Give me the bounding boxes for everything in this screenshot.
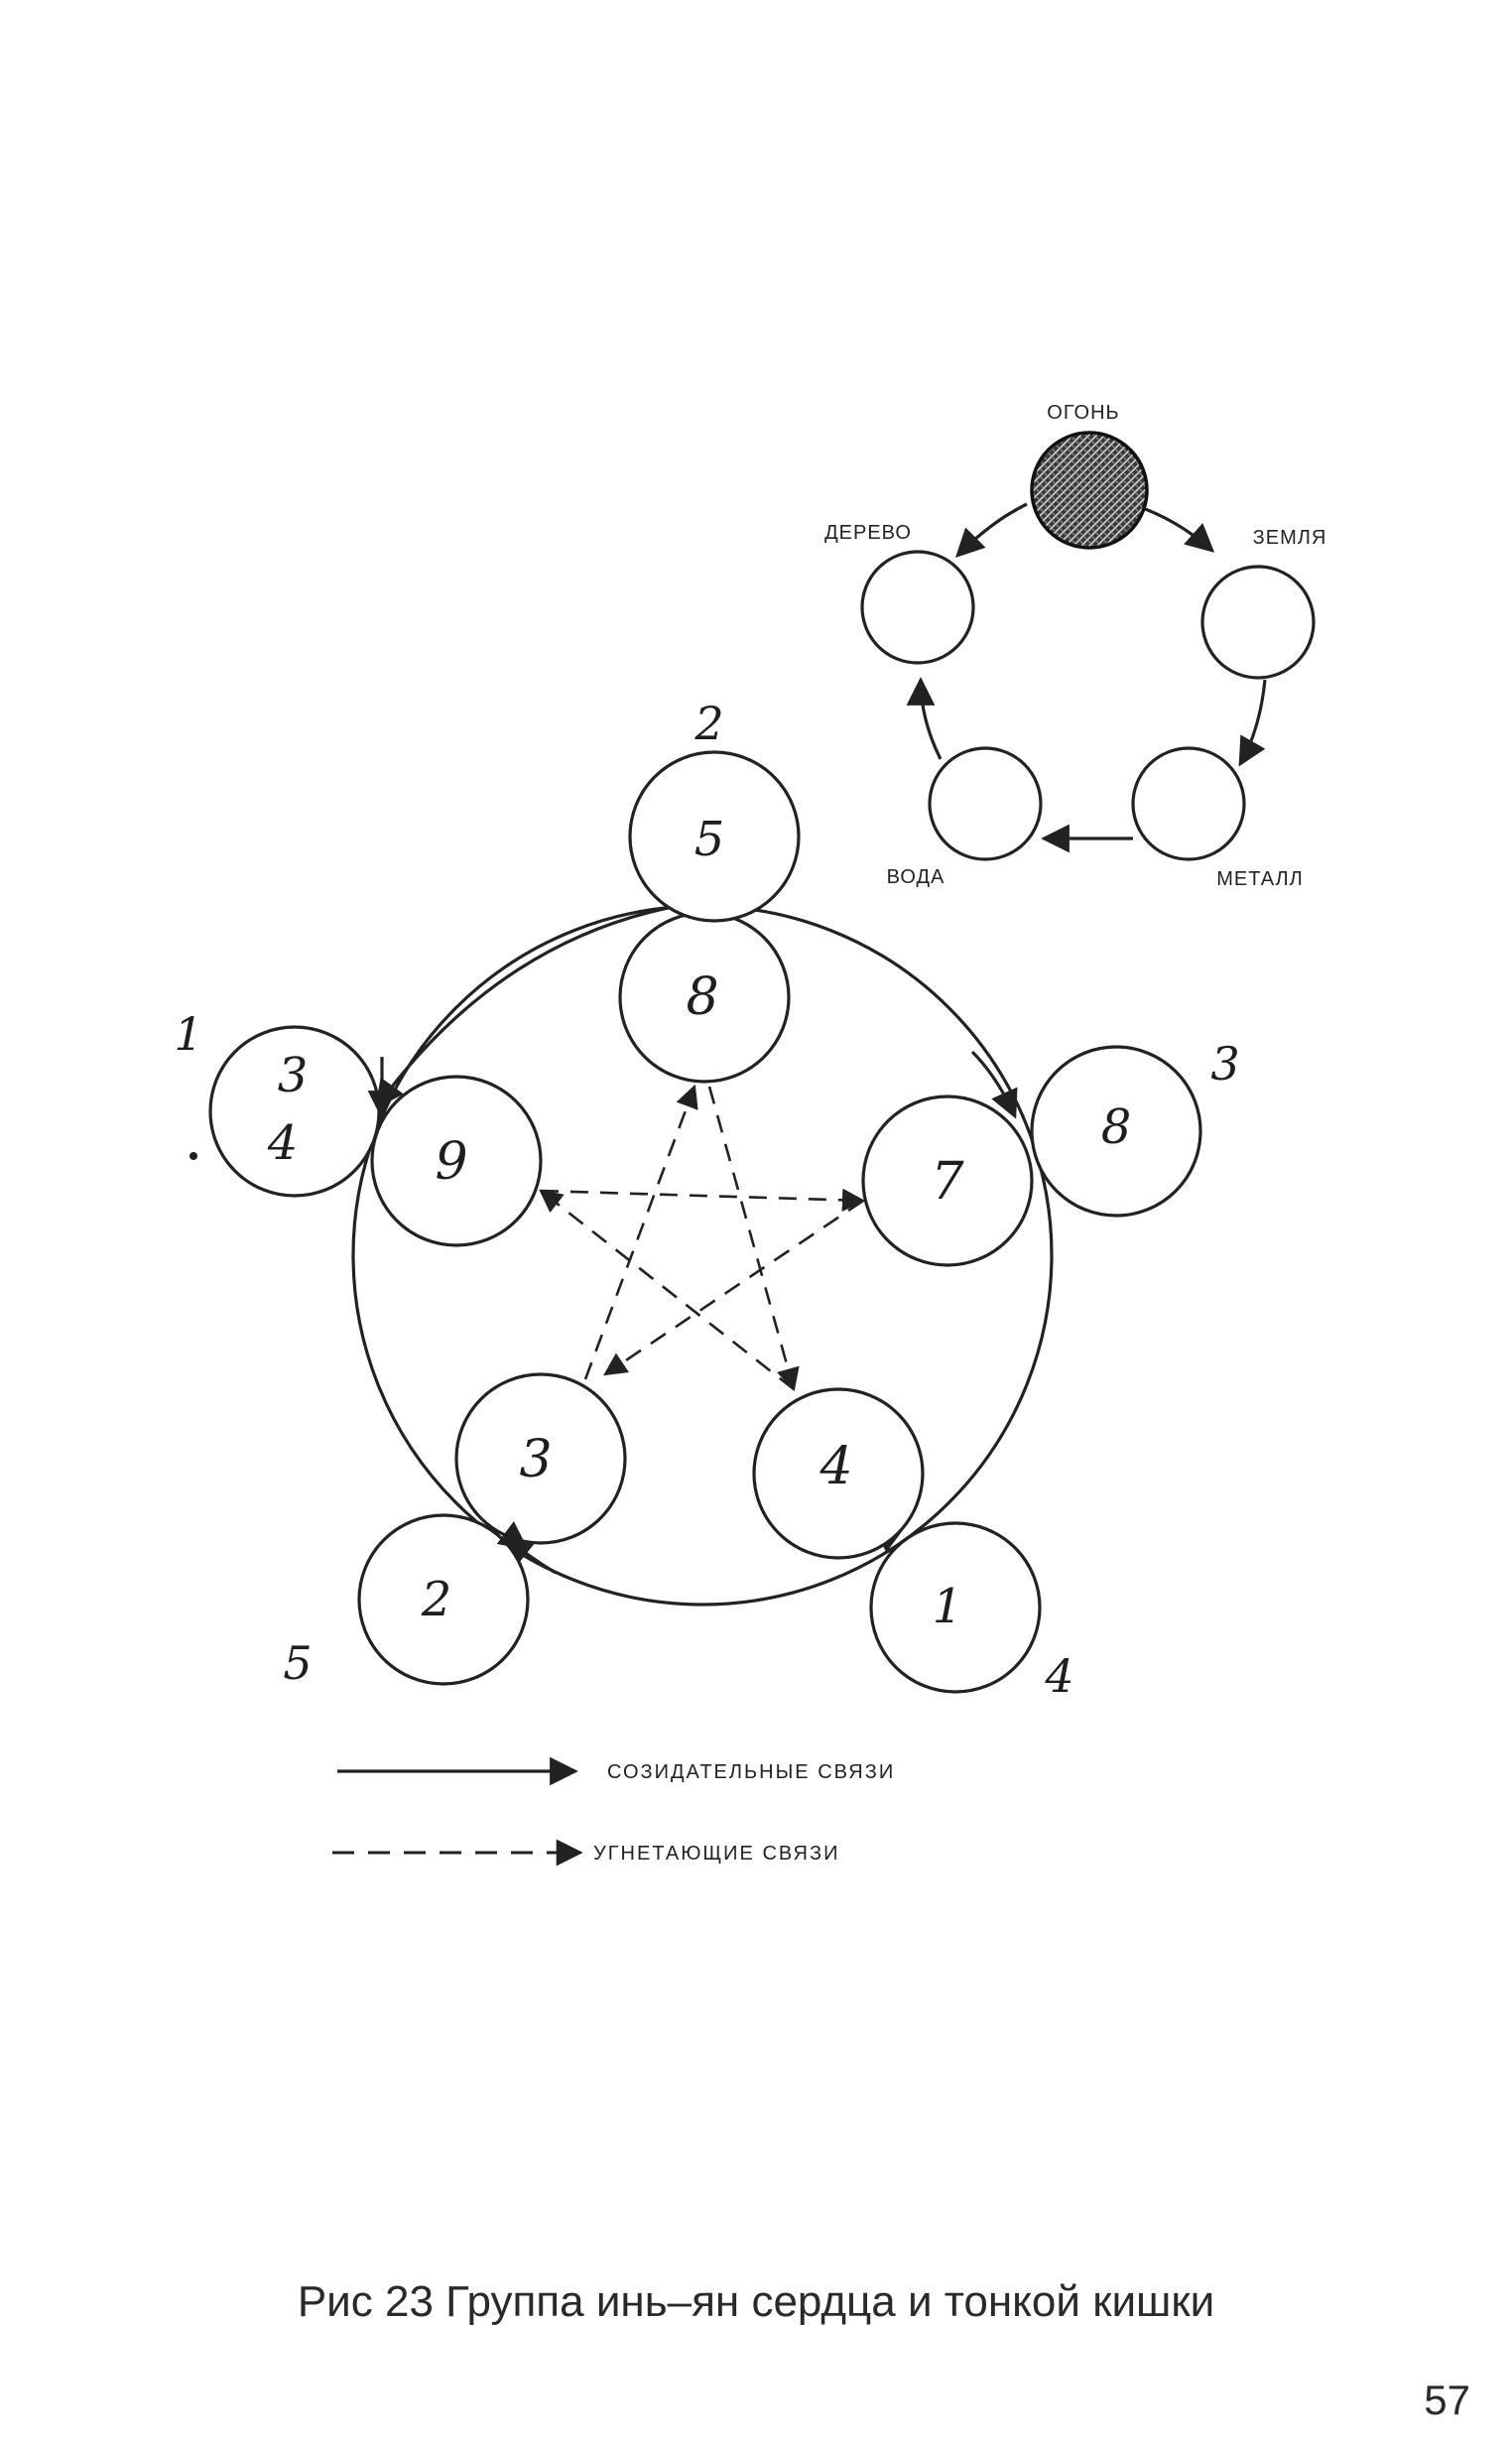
creative-arrow-bottom-left-outer <box>496 1520 529 1550</box>
earth-element-circle <box>1200 565 1316 680</box>
inhibit-arrow-4-9 <box>539 1189 795 1391</box>
wood-label: ДЕРЕВО <box>824 522 912 544</box>
inner-number-bottom-right: 4 <box>819 1437 852 1496</box>
earth-label: ЗЕМЛЯ <box>1253 527 1327 549</box>
outer-number-bottom-right: 1 <box>933 1579 963 1634</box>
legend-creative-label: СОЗИДАТЕЛЬНЫЕ СВЯЗИ <box>607 1761 895 1783</box>
outer-circle-right <box>1030 1045 1202 1218</box>
inner-number-bottom-left: 3 <box>519 1430 552 1489</box>
position-label-left: 1 <box>174 1007 202 1061</box>
inhibit-arrow-3-8 <box>583 1084 698 1380</box>
figure-caption: Рис 23 Группа инь–ян сердца и тонкой киш… <box>297 2277 1215 2326</box>
fire-element-circle <box>1030 431 1149 550</box>
metal-element-circle <box>1131 746 1246 861</box>
inner-number-right: 7 <box>931 1152 964 1212</box>
arrow-earth-metal <box>1238 679 1267 767</box>
legend-inhibiting-label: УГНЕТАЮЩИЕ СВЯЗИ <box>593 1843 839 1865</box>
wood-element-circle <box>860 550 975 665</box>
outer-number-left-1: 3 <box>278 1048 309 1103</box>
water-label: ВОДА <box>887 866 945 888</box>
inner-circle-bottom-left <box>454 1372 627 1545</box>
outer-circle-bottom-right <box>869 1521 1042 1694</box>
outer-number-bottom-left: 2 <box>421 1572 452 1627</box>
outer-circle-top <box>628 750 801 923</box>
inner-number-top: 8 <box>686 967 718 1027</box>
outer-number-left-2: 4 <box>267 1115 299 1171</box>
outer-number-right: 8 <box>1101 1099 1132 1155</box>
legend: СОЗИДАТЕЛЬНЫЕ СВЯЗИ УГНЕТАЮЩИЕ СВЯЗИ <box>332 1756 895 1867</box>
inhibit-arrow-9-7 <box>540 1188 866 1213</box>
inhibit-arrow-8-4 <box>707 1086 800 1392</box>
element-cycle: ОГОНЬ ДЕРЕВО ЗЕМЛЯ ВОДА МЕТАЛЛ <box>824 402 1327 890</box>
creative-arrow-right <box>970 1050 1018 1119</box>
main-diagram: 5 3 4 8 2 1 8 9 7 3 4 2 1 3 5 4 <box>174 697 1239 1703</box>
position-label-bottom-left: 5 <box>283 1636 312 1690</box>
page-number: 57 <box>1424 2377 1470 2423</box>
inner-circle-bottom-right <box>752 1387 925 1560</box>
inner-circle-right <box>861 1095 1034 1267</box>
position-label-right: 3 <box>1210 1037 1239 1091</box>
inhibit-arrow-7-3 <box>603 1199 864 1376</box>
fire-label: ОГОНЬ <box>1047 402 1119 424</box>
position-label-bottom-right: 4 <box>1044 1649 1073 1703</box>
water-element-circle <box>928 746 1043 861</box>
stray-dot <box>189 1152 197 1160</box>
metal-label: МЕТАЛЛ <box>1216 868 1304 890</box>
outer-circle-bottom-left <box>357 1513 530 1686</box>
arrow-water-wood <box>906 677 943 760</box>
outer-number-top: 5 <box>694 812 725 867</box>
inner-number-left: 9 <box>435 1132 467 1192</box>
position-label-top: 2 <box>693 697 723 750</box>
arrow-wood-fire <box>954 502 1028 559</box>
inner-circle-left <box>370 1075 543 1247</box>
creative-arrow-top-left <box>375 905 674 1109</box>
